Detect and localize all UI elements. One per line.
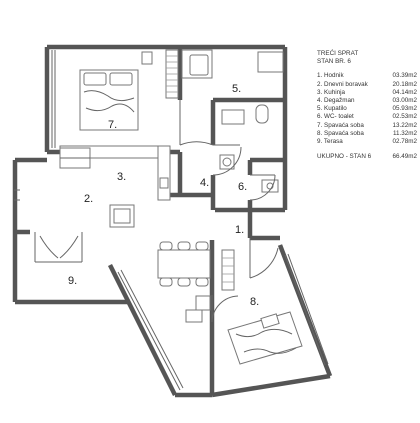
legend-total: UKUPNO - STAN 6 66.49m2 — [317, 153, 417, 161]
room-area: 04.14m2 — [392, 88, 417, 96]
room-label-2: 2. — [84, 193, 93, 205]
room-legend: TREĆI SPRAT STAN BR. 6 1. Hodnik 03.39m2 … — [317, 50, 417, 161]
room-area: 02.78m2 — [392, 138, 417, 146]
room-labels: 7. 5. 4. 6. 3. 2. 1. 9. 8. — [68, 83, 259, 308]
room-name: 1. Hodnik — [317, 72, 344, 80]
legend-row: 7. Spavaća soba 13.22m2 — [317, 122, 417, 130]
room-area: 11.32m2 — [392, 129, 417, 137]
floor-title: TREĆI SPRAT — [317, 50, 359, 57]
double-bed — [79, 51, 153, 131]
legend-row: 4. Degažman 03.00m2 — [317, 97, 417, 105]
room-label-6: 6. — [238, 181, 247, 193]
room-name: 2. Dnevni boravak — [317, 80, 368, 88]
room-area: 05.93m2 — [392, 105, 417, 113]
room-name: 3. Kuhinja — [317, 88, 346, 96]
room-area: 13.22m2 — [392, 121, 417, 129]
room-area: 02.53m2 — [392, 113, 417, 121]
room-name: 7. Spavaća soba — [317, 121, 364, 129]
sofa — [59, 147, 91, 169]
room-name: 5. Kupatilo — [317, 105, 347, 113]
room-label-1: 1. — [235, 224, 244, 236]
windows — [14, 50, 329, 391]
total-label: UKUPNO - STAN 6 — [317, 153, 372, 161]
room-label-3: 3. — [117, 171, 126, 183]
hallway-cabinet — [221, 249, 235, 291]
dining-table — [157, 241, 211, 287]
room-label-7: 7. — [108, 119, 117, 131]
room-name: 4. Degažman — [317, 97, 355, 105]
legend-row: 5. Kupatilo 05.93m2 — [317, 105, 417, 113]
room-label-4: 4. — [200, 177, 209, 189]
room-label-8: 8. — [250, 296, 259, 308]
legend-row: 2. Dnevni boravak 20.18m2 — [317, 81, 417, 89]
room-area: 20.18m2 — [392, 80, 417, 88]
room-label-5: 5. — [232, 83, 241, 95]
wardrobe — [165, 49, 179, 99]
armchair — [109, 204, 135, 228]
room-area: 03.39m2 — [392, 72, 417, 80]
room-area: 03.00m2 — [392, 97, 417, 105]
total-area: 66.49m2 — [392, 153, 417, 161]
legend-row: 3. Kuhinja 04.14m2 — [317, 89, 417, 97]
legend-row: 8. Spavaća soba 11.32m2 — [317, 130, 417, 138]
terrace-doors — [34, 232, 83, 263]
legend-row: 9. Terasa 02.78m2 — [317, 138, 417, 146]
wardrobe-bedroom-8 — [185, 295, 211, 323]
legend-row: 1. Hodnik 03.39m2 — [317, 72, 417, 80]
legend-row: 6. WC- toalet 02.53m2 — [317, 113, 417, 121]
room-name: 8. Spavaća soba — [317, 129, 364, 137]
doors — [179, 100, 279, 323]
room-name: 6. WC- toalet — [317, 113, 354, 121]
bathroom-fixtures — [181, 49, 284, 125]
room-name: 9. Terasa — [317, 138, 343, 146]
single-bed — [227, 311, 303, 365]
legend-header: TREĆI SPRAT STAN BR. 6 — [317, 50, 417, 66]
room-label-9: 9. — [68, 275, 77, 287]
legend-rows: 1. Hodnik 03.39m2 2. Dnevni boravak 20.18m… — [317, 72, 417, 146]
unit-title: STAN BR. 6 — [317, 58, 351, 66]
